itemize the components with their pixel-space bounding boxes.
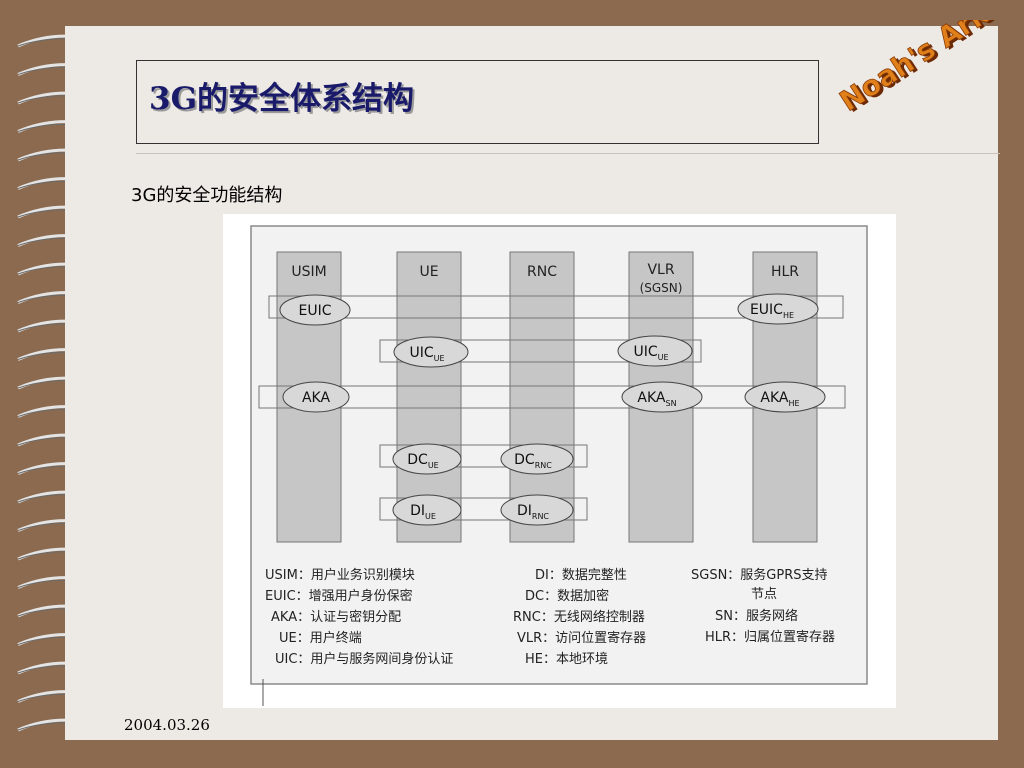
legend-sgsn-cont: 节点 [751, 587, 777, 602]
oval-dc-ue [392, 443, 462, 475]
footer-date: 2004.03.26 [124, 716, 210, 734]
column-rnc [509, 251, 575, 543]
legend-aka: AKA：认证与密钥分配 [271, 609, 401, 625]
column-label-rnc: RNC [527, 264, 557, 280]
oval-di-rnc [500, 494, 574, 526]
oval-aka-usim-label: AKA [302, 390, 331, 406]
oval-euic-hlr [737, 293, 819, 325]
oval-aka-usim [282, 381, 350, 413]
column-label-usim: USIM [291, 264, 326, 280]
oval-dc-rnc [500, 443, 574, 475]
legend-uic: UIC：用户与服务网间身份认证 [275, 651, 453, 667]
legend-euic: EUIC：增强用户身份保密 [265, 588, 413, 604]
legend-hlr: HLR：归属位置寄存器 [705, 629, 835, 645]
oval-euic-hlr-label: EUICHE [750, 302, 794, 320]
legend-sn: SN：服务网络 [715, 608, 798, 624]
oval-dc-rnc-label: DCRNC [514, 452, 552, 470]
oval-uic-ue [393, 336, 469, 368]
band-di [379, 497, 588, 521]
noahs-ark-logo: Noah's Ark Noah's Ark [838, 20, 999, 119]
band-aka [258, 385, 846, 409]
legend-rnc: RNC：无线网络控制器 [513, 609, 645, 625]
oval-dc-ue-label: DCUE [407, 452, 438, 470]
logo-text: Noah's Ark [838, 20, 996, 118]
oval-aka-vlr [621, 381, 703, 413]
legend-he: HE：本地环境 [525, 652, 608, 667]
oval-euic-usim [279, 294, 351, 326]
band-euic [268, 295, 844, 319]
legend-vlr: VLR：访问位置寄存器 [517, 630, 646, 646]
oval-uic-vlr [617, 335, 693, 367]
column-label-hlr: HLR [771, 264, 799, 280]
oval-aka-hlr-label: AKAHE [760, 390, 799, 408]
column-label-vlr-sgsn: (SGSN) [640, 281, 683, 295]
divider [136, 153, 1000, 154]
oval-di-ue-label: DIUE [410, 503, 436, 521]
band-dc [379, 444, 588, 468]
security-architecture-diagram: USIM UE RNC VLR (SGSN) HLR EUIC EUICHE U… [223, 214, 896, 708]
section-subtitle: 3G的安全功能结构 [131, 185, 283, 206]
oval-uic-ue-label: UICUE [409, 345, 444, 363]
oval-uic-vlr-label: UICUE [633, 344, 668, 362]
column-label-ue: UE [419, 264, 438, 280]
legend-ue: UE：用户终端 [279, 630, 362, 646]
oval-di-ue [392, 494, 462, 526]
page-title: 3G的安全体系结构 [149, 81, 415, 117]
oval-di-rnc-label: DIRNC [517, 503, 549, 521]
legend-di: DI：数据完整性 [535, 568, 627, 583]
column-label-vlr: VLR [647, 262, 674, 278]
oval-aka-hlr [744, 381, 826, 413]
oval-euic-usim-label: EUIC [299, 303, 332, 319]
band-uic [379, 339, 702, 363]
legend-dc: DC：数据加密 [525, 588, 609, 604]
oval-aka-vlr-label: AKASN [637, 390, 676, 408]
legend-sgsn: SGSN：服务GPRS支持 [691, 567, 828, 583]
column-ue [396, 251, 462, 543]
legend-usim: USIM：用户业务识别模块 [265, 567, 415, 583]
title-box: 3G的安全体系结构 [136, 60, 819, 144]
